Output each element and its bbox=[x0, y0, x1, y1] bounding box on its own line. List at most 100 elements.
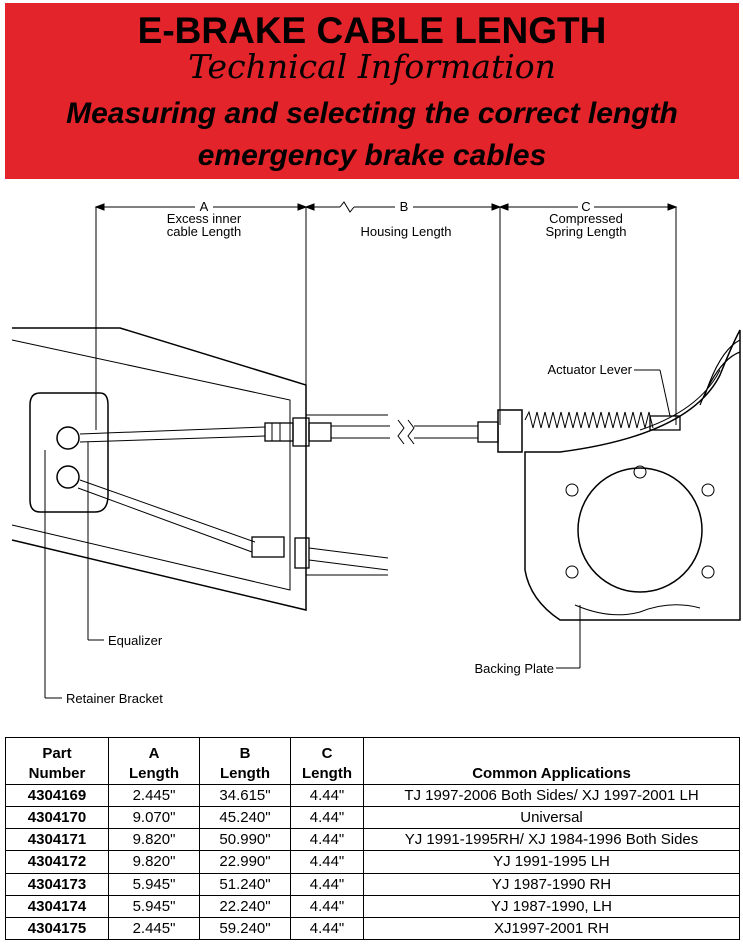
b-length-cell: 51.240" bbox=[199, 872, 291, 896]
retainer-bracket-label: Retainer Bracket bbox=[66, 691, 163, 706]
upper-cable-fitting bbox=[264, 422, 294, 442]
application-cell: XJ1997-2001 RH bbox=[363, 916, 740, 941]
frame-rail-inner bbox=[11, 339, 291, 591]
backing-plate-contour bbox=[639, 369, 721, 431]
actuator-lever-label: Actuator Lever bbox=[547, 362, 632, 377]
b-length-cell: 22.240" bbox=[199, 894, 291, 918]
b-length-cell: 22.990" bbox=[199, 850, 291, 874]
application-cell: Universal bbox=[363, 806, 740, 830]
table-row: 4304173 5.945" 51.240" 4.44" YJ 1987-199… bbox=[5, 872, 740, 896]
right-housing-ferrule bbox=[477, 421, 499, 443]
page-subtitle: Technical Information bbox=[188, 47, 556, 86]
part-number-cell: 4304170 bbox=[5, 806, 109, 830]
frame-rail bbox=[11, 327, 307, 611]
compressed-spring bbox=[524, 410, 654, 429]
bolt-hole bbox=[633, 465, 647, 479]
equalizer-label: Equalizer bbox=[108, 633, 163, 648]
table-row: 4304174 5.945" 22.240" 4.44" YJ 1987-199… bbox=[5, 894, 740, 918]
dim-a-letter: A bbox=[200, 199, 209, 214]
upper-housing-ferrule bbox=[308, 422, 332, 442]
lower-cable-fitting bbox=[251, 536, 285, 558]
backing-plate bbox=[524, 329, 741, 621]
cable-diagram: A Excess inner cable Length B Housing Le… bbox=[0, 180, 743, 720]
table-row: 4304169 2.445" 34.615" 4.44" TJ 1997-200… bbox=[5, 783, 740, 808]
c-length-cell: 4.44" bbox=[290, 783, 364, 808]
backing-plate-label: Backing Plate bbox=[475, 661, 555, 676]
c-length-cell: 4.44" bbox=[290, 916, 364, 941]
backing-plate-hub bbox=[577, 467, 703, 593]
break-mark bbox=[407, 419, 415, 445]
page-title: E-BRAKE CABLE LENGTH bbox=[137, 10, 607, 51]
lower-inner-cable-bottom bbox=[77, 487, 253, 553]
b-length-cell: 45.240" bbox=[199, 806, 291, 830]
part-number-cell: 4304173 bbox=[5, 872, 109, 896]
application-cell: YJ 1991-1995 LH bbox=[363, 850, 740, 874]
lower-housing-top bbox=[308, 547, 389, 559]
header-common-applications: Common Applications bbox=[363, 737, 740, 785]
right-housing-end bbox=[497, 409, 523, 453]
part-number-cell: 4304174 bbox=[5, 894, 109, 918]
lower-housing-bottom bbox=[308, 559, 389, 571]
application-cell: YJ 1991-1995RH/ XJ 1984-1996 Both Sides bbox=[363, 828, 740, 852]
equalizer-pivot-top bbox=[56, 426, 80, 450]
application-cell: YJ 1987-1990 RH bbox=[363, 872, 740, 896]
actuator-lever-leader-diag bbox=[659, 369, 671, 417]
lower-housing-end bbox=[294, 537, 310, 569]
actuator-lever-end bbox=[649, 415, 681, 431]
c-length-cell: 4.44" bbox=[290, 872, 364, 896]
dim-b-label: Housing Length bbox=[360, 224, 451, 239]
header-banner: E-BRAKE CABLE LENGTH Technical Informati… bbox=[5, 3, 739, 179]
backing-plate-lip bbox=[574, 604, 701, 616]
dim-a-label-line1: Excess inner bbox=[167, 211, 242, 226]
page-tagline: Measuring and selecting the correct leng… bbox=[5, 93, 739, 177]
actuator-lever-inner bbox=[699, 351, 741, 406]
application-cell: YJ 1987-1990, LH bbox=[363, 894, 740, 918]
a-length-cell: 9.820" bbox=[108, 828, 200, 852]
bolt-hole bbox=[701, 483, 715, 497]
part-number-cell: 4304169 bbox=[5, 783, 109, 808]
dim-c-letter: C bbox=[581, 199, 590, 214]
arrowhead bbox=[94, 203, 105, 211]
arrowhead bbox=[304, 203, 315, 211]
c-length-cell: 4.44" bbox=[290, 806, 364, 830]
b-length-cell: 50.990" bbox=[199, 828, 291, 852]
application-cell: TJ 1997-2006 Both Sides/ XJ 1997-2001 LH bbox=[363, 783, 740, 808]
bolt-hole bbox=[701, 565, 715, 579]
dim-a-label-line2: cable Length bbox=[167, 224, 241, 239]
equalizer-pivot-bottom bbox=[56, 465, 80, 489]
part-number-cell: 4304172 bbox=[5, 850, 109, 874]
b-length-cell: 34.615" bbox=[199, 783, 291, 808]
c-length-cell: 4.44" bbox=[290, 828, 364, 852]
table-row: 4304170 9.070" 45.240" 4.44" Universal bbox=[5, 806, 740, 830]
upper-inner-cable-top bbox=[79, 426, 266, 435]
bolt-hole bbox=[565, 565, 579, 579]
retainer-bracket bbox=[29, 392, 109, 513]
lower-inner-cable-top bbox=[79, 479, 256, 543]
arrowhead bbox=[667, 203, 678, 211]
dim-c-label-line1: Compressed bbox=[549, 211, 623, 226]
a-length-cell: 9.820" bbox=[108, 850, 200, 874]
c-length-cell: 4.44" bbox=[290, 850, 364, 874]
a-length-cell: 5.945" bbox=[108, 894, 200, 918]
a-length-cell: 5.945" bbox=[108, 872, 200, 896]
arrowhead bbox=[297, 203, 308, 211]
dim-b-break-symbol bbox=[339, 201, 355, 213]
cable-diagram-svg: A Excess inner cable Length B Housing Le… bbox=[11, 199, 741, 706]
a-length-cell: 2.445" bbox=[108, 916, 200, 941]
b-length-cell: 59.240" bbox=[199, 916, 291, 941]
upper-inner-cable-bottom bbox=[79, 435, 266, 443]
tagline-line-1: Measuring and selecting the correct leng… bbox=[66, 97, 678, 130]
arrowhead bbox=[491, 203, 502, 211]
tagline-line-2: emergency brake cables bbox=[197, 139, 547, 172]
dim-c-label-line2: Spring Length bbox=[546, 224, 627, 239]
bolt-hole bbox=[565, 483, 579, 497]
table-row: 4304175 2.445" 59.240" 4.44" XJ1997-2001… bbox=[5, 916, 740, 941]
table-row: 4304171 9.820" 50.990" 4.44" YJ 1991-199… bbox=[5, 828, 740, 852]
table-row: 4304172 9.820" 22.990" 4.44" YJ 1991-199… bbox=[5, 850, 740, 874]
